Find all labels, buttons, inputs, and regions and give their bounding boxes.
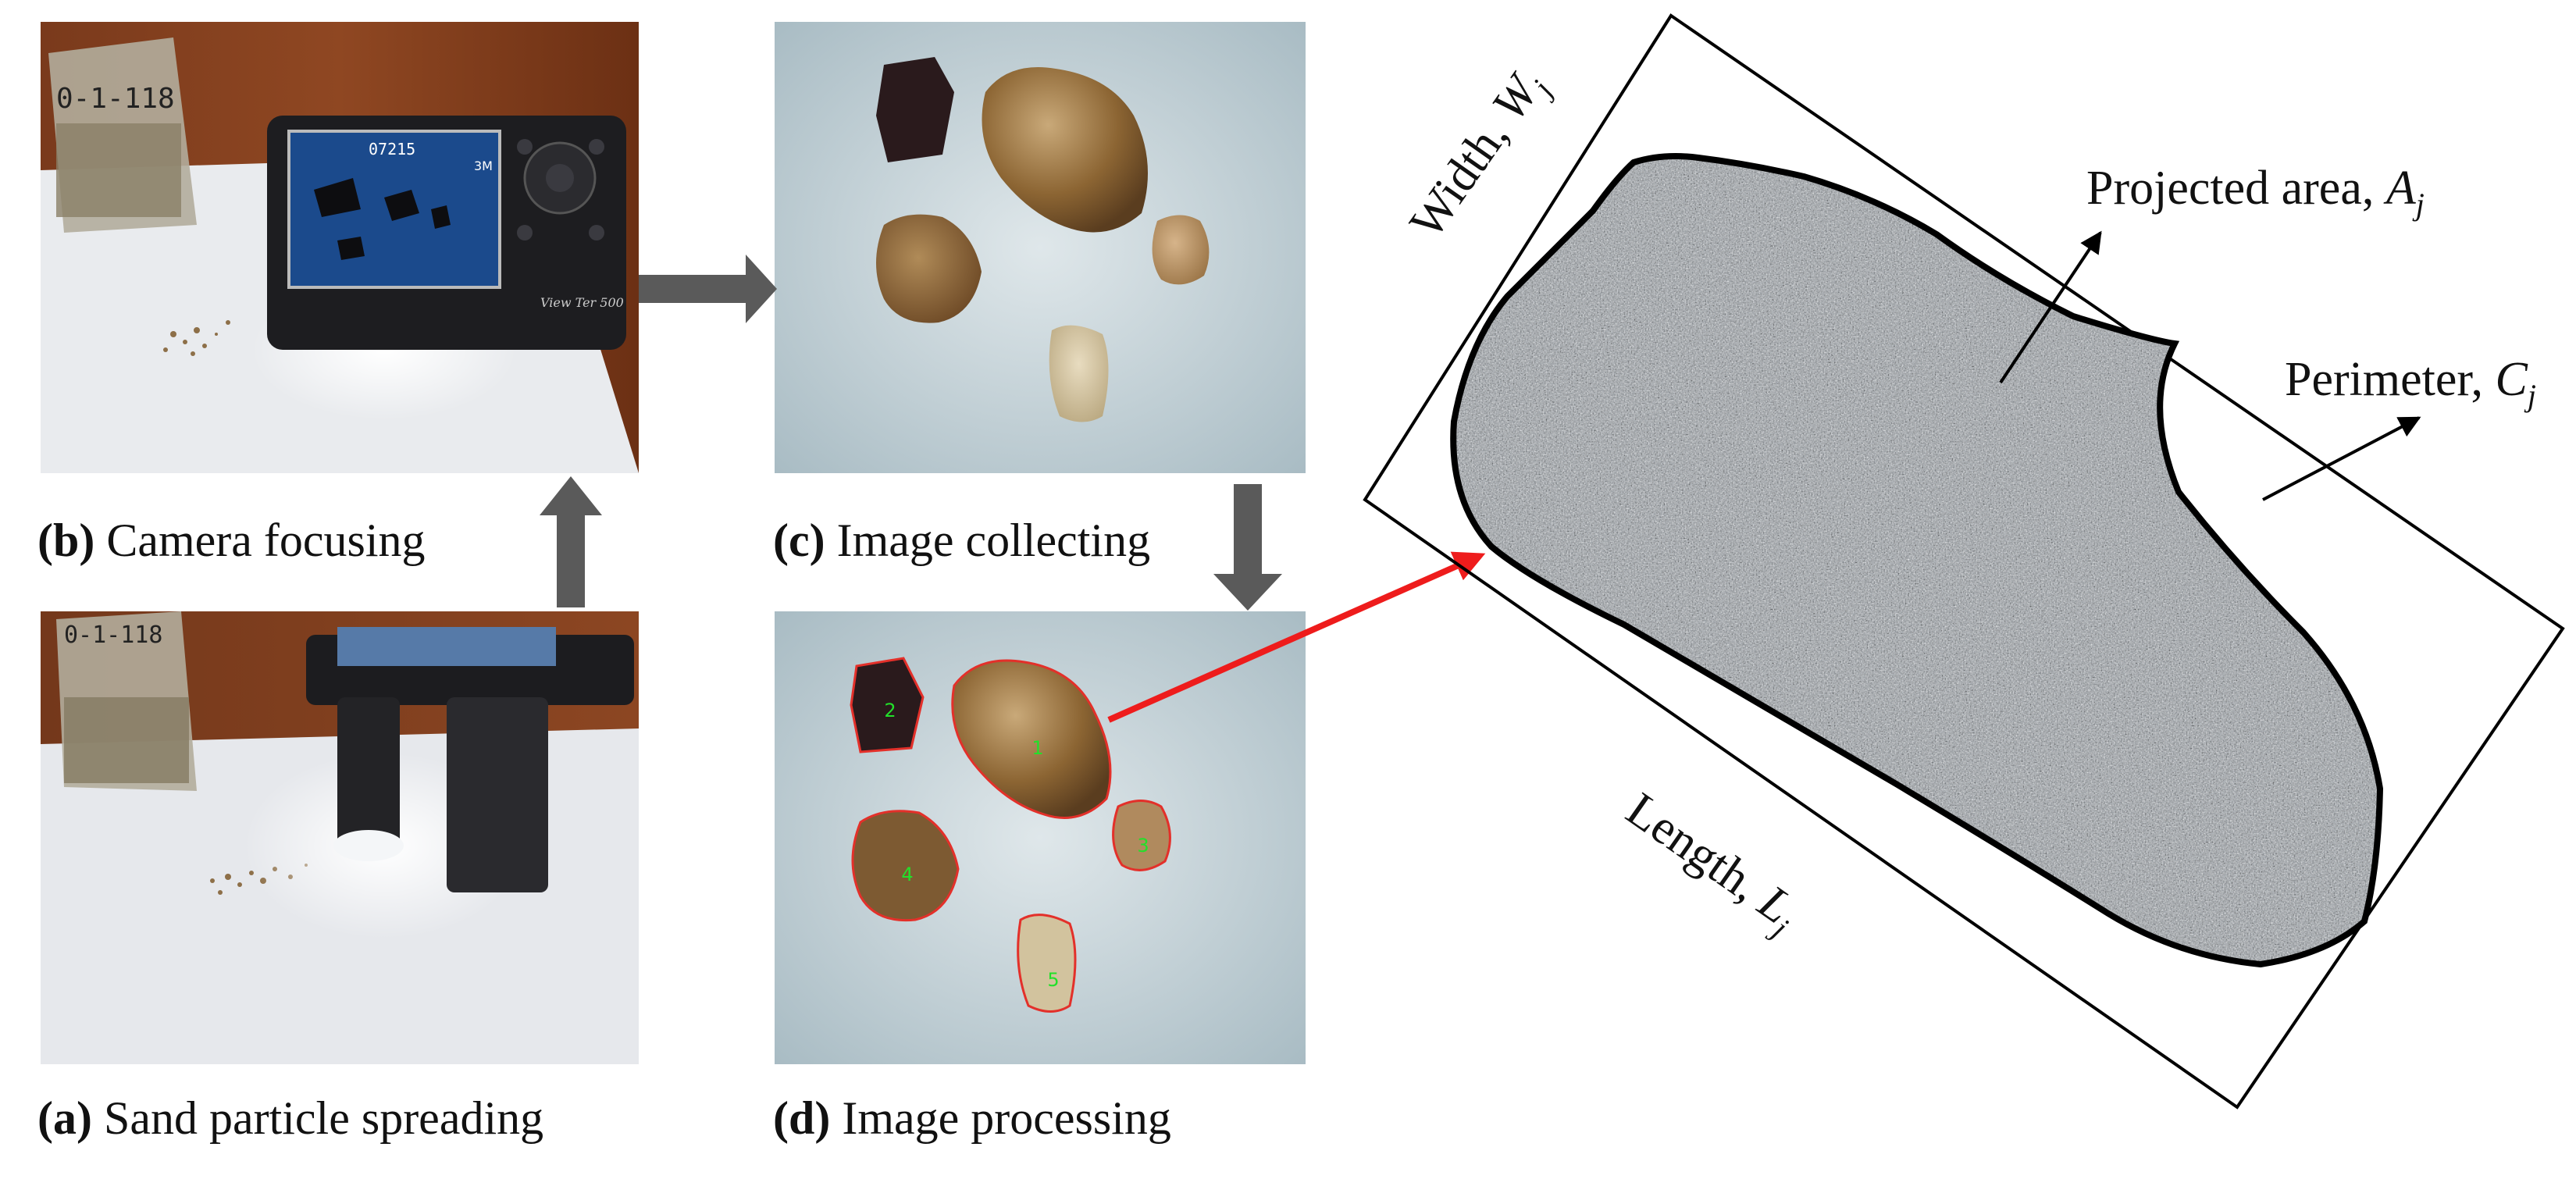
- particle-id: 5: [1047, 969, 1059, 991]
- contour-particle-3: [1112, 800, 1171, 871]
- contour-particle-5: [1017, 914, 1077, 1013]
- particle-projection: [1450, 153, 2384, 968]
- bag-label-a: 0-1-118: [64, 622, 162, 649]
- screen-mode: 3M: [474, 159, 493, 173]
- caption-b: (b) Camera focusing: [37, 515, 426, 566]
- label-width: Width, Wj: [1399, 66, 1559, 248]
- particle-light: [1049, 325, 1109, 422]
- camera-brand: View Ter 500: [540, 295, 624, 310]
- contour-particle-4: [851, 810, 960, 922]
- caption-d: (d) Image processing: [773, 1092, 1171, 1144]
- arrow-c-to-d: [1213, 484, 1282, 611]
- microscope-stand: [337, 697, 400, 846]
- arrow-b-to-c: [639, 255, 777, 323]
- particle-small: [1152, 215, 1210, 285]
- caption-c: (c) Image collecting: [773, 515, 1151, 566]
- caption-a: (a) Sand particle spreading: [37, 1092, 544, 1144]
- screen-counter: 07215: [369, 140, 415, 159]
- photo-sand-spreading: 0-1-118: [41, 611, 639, 1064]
- contour-particle-2: [850, 657, 925, 753]
- particle-id: 1: [1031, 737, 1043, 759]
- particle-large: [982, 67, 1148, 233]
- particle-id: 3: [1137, 835, 1149, 857]
- spilled-sand: [163, 320, 230, 356]
- particle-medium: [876, 214, 982, 323]
- arrow-a-to-b: [540, 476, 602, 607]
- label-length: Length, Lj: [1616, 782, 1802, 946]
- label-perimeter: Perimeter, Cj: [2285, 353, 2537, 413]
- photo-camera-focusing: 0-1-118 07215 3M View Ter 500: [41, 22, 639, 473]
- area-pointer: [1999, 230, 2102, 384]
- photo-image-processing: 2 1 4 3 5: [775, 611, 1306, 1064]
- particle-dark: [876, 57, 954, 162]
- contour-particle-1: [951, 659, 1112, 819]
- particle-id: 4: [901, 864, 913, 885]
- label-projected-area: Projected area, Aj: [2086, 162, 2425, 222]
- photo-image-collecting: [775, 22, 1306, 473]
- particle-id: 2: [884, 700, 896, 721]
- perimeter-pointer: [2262, 416, 2421, 501]
- bag-label: 0-1-118: [56, 83, 175, 115]
